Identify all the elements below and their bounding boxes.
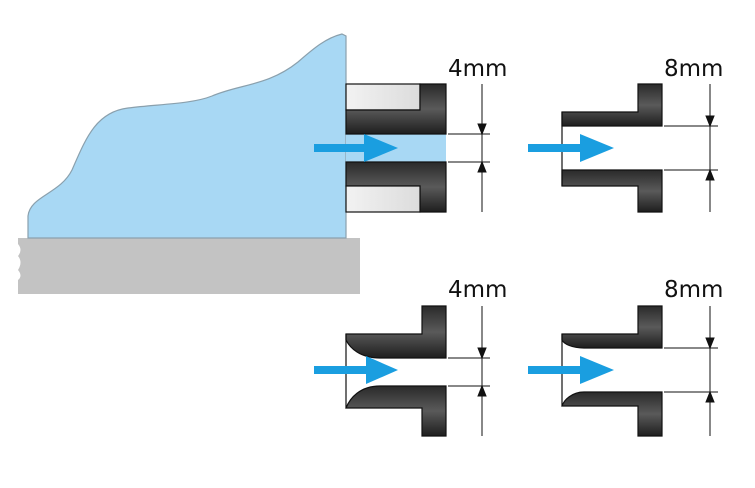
right-arrow-icon (528, 356, 614, 384)
dimension-lines-bottom-right (664, 306, 718, 436)
right-arrow-icon (314, 356, 398, 384)
dimension-label-bottom-right: 8mm (664, 277, 723, 303)
dimension-label-top-right: 8mm (664, 56, 723, 82)
dimension-lines-top-left (448, 84, 490, 212)
dimension-lines-bottom-left (448, 306, 490, 436)
dimension-lines-top-right (664, 84, 718, 212)
nozzle-top-left (345, 83, 447, 213)
right-arrow-icon (314, 134, 398, 162)
dimension-label-top-left: 4mm (448, 56, 507, 82)
right-arrow-icon (528, 134, 614, 162)
dimension-label-bottom-left: 4mm (448, 277, 507, 303)
floor-base (18, 238, 360, 294)
liquid-body (27, 33, 446, 239)
